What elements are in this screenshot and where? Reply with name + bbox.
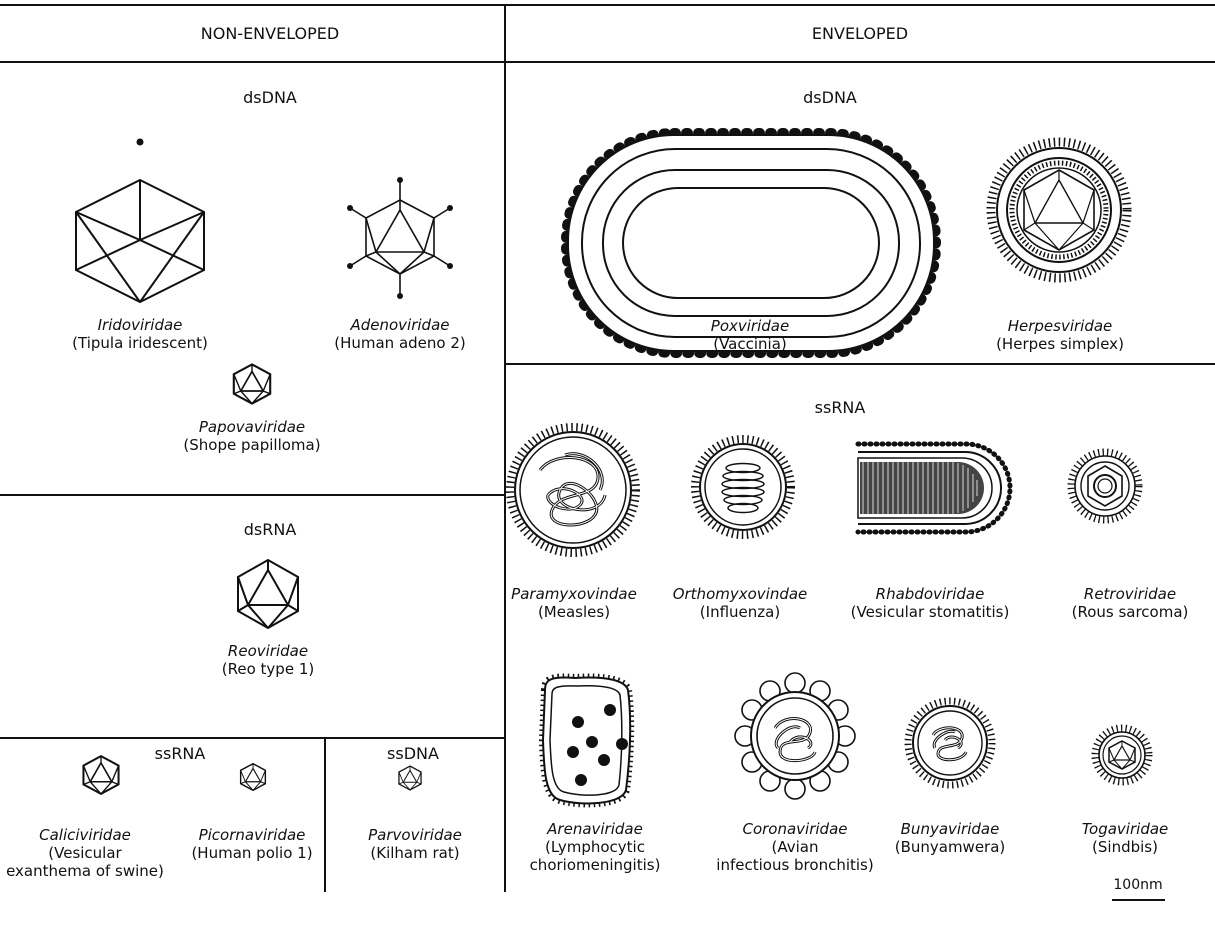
example-name: (Bunyamwera)	[880, 838, 1020, 856]
family-name: Adenoviridae	[300, 316, 500, 334]
retroviridae-drawing	[1071, 452, 1139, 520]
bunyaviridae-drawing	[908, 701, 992, 785]
section-ne-dsrna: dsRNA	[220, 520, 320, 539]
herpesviridae-drawing	[991, 142, 1127, 278]
label-orthomyxoviridae: Orthomyxovindae (Influenza)	[660, 585, 820, 621]
label-poxviridae: Poxviridae (Vaccinia)	[650, 317, 850, 353]
caliciviridae-drawing	[83, 756, 118, 794]
label-coronaviridae: Coronaviridae (Avian infectious bronchit…	[705, 820, 885, 874]
section-ne-ssdna: ssDNA	[363, 744, 463, 763]
example-name: infectious bronchitis)	[705, 856, 885, 874]
family-name: Arenaviridae	[510, 820, 680, 838]
example-name: (Measles)	[506, 603, 642, 621]
family-name: Orthomyxovindae	[660, 585, 820, 603]
section-env-dsdna: dsDNA	[780, 88, 880, 107]
family-name: Poxviridae	[650, 317, 850, 335]
family-name: Reoviridae	[168, 642, 368, 660]
example-name: (Reo type 1)	[168, 660, 368, 678]
label-adenoviridae: Adenoviridae (Human adeno 2)	[300, 316, 500, 352]
family-name: Papovaviridae	[152, 418, 352, 436]
label-retroviridae: Retroviridae (Rous sarcoma)	[1050, 585, 1210, 621]
family-name: Retroviridae	[1050, 585, 1210, 603]
family-name: Herpesviridae	[960, 317, 1160, 335]
section-env-ssrna: ssRNA	[790, 398, 890, 417]
scale-bar-label: 100nm	[1100, 876, 1176, 894]
family-name: Rhabdoviridae	[840, 585, 1020, 603]
label-reoviridae: Reoviridae (Reo type 1)	[168, 642, 368, 678]
example-name: (Shope papilloma)	[152, 436, 352, 454]
example-name: exanthema of swine)	[0, 862, 170, 880]
family-name: Iridoviridae	[40, 316, 240, 334]
label-picornaviridae: Picornaviridae (Human polio 1)	[172, 826, 332, 862]
example-name: (Rous sarcoma)	[1050, 603, 1210, 621]
label-iridoviridae: Iridoviridae (Tipula iridescent)	[40, 316, 240, 352]
label-togaviridae: Togaviridae (Sindbis)	[1065, 820, 1185, 856]
label-herpesviridae: Herpesviridae (Herpes simplex)	[960, 317, 1160, 353]
orthomyxoviridae-drawing	[695, 439, 791, 535]
reoviridae-drawing	[238, 560, 298, 628]
arenaviridae-drawing	[543, 678, 630, 804]
label-parvoviridae: Parvoviridae (Kilham rat)	[340, 826, 490, 862]
family-name: Togaviridae	[1065, 820, 1185, 838]
example-name: (Kilham rat)	[340, 844, 490, 862]
family-name: Caliciviridae	[0, 826, 170, 844]
example-name: (Tipula iridescent)	[40, 334, 240, 352]
family-name: Coronaviridae	[705, 820, 885, 838]
example-name: choriomeningitis)	[510, 856, 680, 874]
example-name: (Vesicular	[0, 844, 170, 862]
section-ne-ssrna: ssRNA	[130, 744, 230, 763]
iridoviridae-drawing	[76, 140, 204, 303]
example-name: (Lymphocytic	[510, 838, 680, 856]
example-name: (Sindbis)	[1065, 838, 1185, 856]
family-name: Picornaviridae	[172, 826, 332, 844]
family-name: Paramyxovindae	[506, 585, 642, 603]
parvoviridae-drawing	[399, 766, 421, 790]
label-arenaviridae: Arenaviridae (Lymphocytic choriomeningit…	[510, 820, 680, 874]
example-name: (Vesicular stomatitis)	[840, 603, 1020, 621]
example-name: (Influenza)	[660, 603, 820, 621]
example-name: (Avian	[705, 838, 885, 856]
label-rhabdoviridae: Rhabdoviridae (Vesicular stomatitis)	[840, 585, 1020, 621]
example-name: (Vaccinia)	[650, 335, 850, 353]
label-paramyxoviridae: Paramyxovindae (Measles)	[506, 585, 642, 621]
example-name: (Human adeno 2)	[300, 334, 500, 352]
section-ne-dsdna: dsDNA	[220, 88, 320, 107]
header-enveloped: ENVELOPED	[780, 24, 940, 43]
coronaviridae-drawing	[735, 673, 855, 799]
header-non-enveloped: NON-ENVELOPED	[150, 24, 390, 43]
togaviridae-drawing	[1095, 728, 1149, 782]
paramyxoviridae-drawing	[510, 427, 636, 553]
label-caliciviridae: Caliciviridae (Vesicular exanthema of sw…	[0, 826, 170, 880]
label-bunyaviridae: Bunyaviridae (Bunyamwera)	[880, 820, 1020, 856]
picornaviridae-drawing	[241, 764, 266, 791]
example-name: (Human polio 1)	[172, 844, 332, 862]
family-name: Parvoviridae	[340, 826, 490, 844]
adenoviridae-drawing	[347, 177, 453, 299]
family-name: Bunyaviridae	[880, 820, 1020, 838]
papovaviridae-drawing	[234, 364, 270, 403]
rhabdoviridae-drawing	[858, 444, 1010, 532]
label-papovaviridae: Papovaviridae (Shope papilloma)	[152, 418, 352, 454]
example-name: (Herpes simplex)	[960, 335, 1160, 353]
